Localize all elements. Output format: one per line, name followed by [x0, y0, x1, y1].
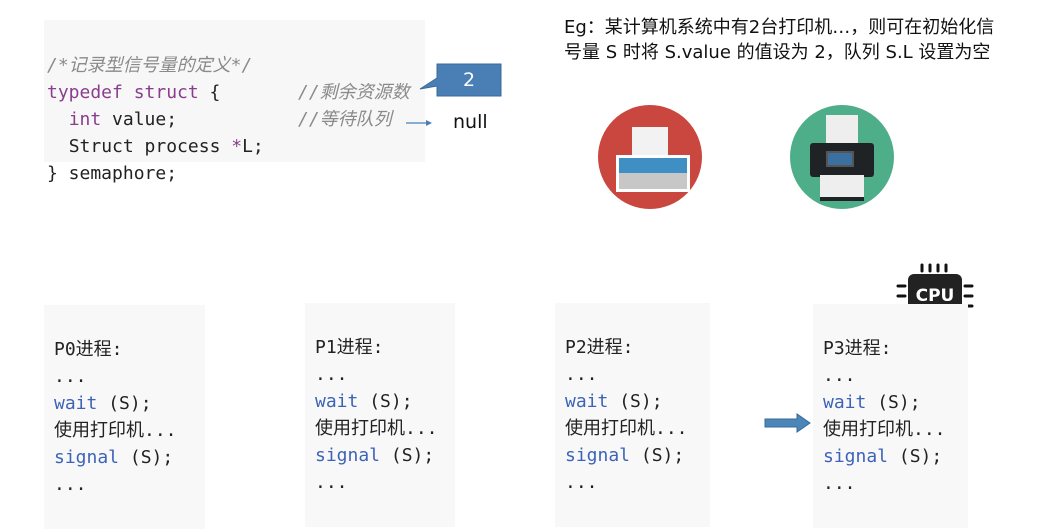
- current-line-arrow-icon: [764, 413, 811, 433]
- wait-call: wait: [54, 393, 98, 414]
- wait-call: wait: [823, 392, 867, 413]
- callout-pointer: [419, 63, 502, 97]
- code-text: (S);: [380, 445, 435, 466]
- code-pointer: *: [231, 136, 243, 157]
- code-text: } semaphore;: [47, 163, 178, 184]
- code-text: Struct process: [68, 136, 232, 157]
- code-comment-title: /*记录型信号量的定义*/: [47, 55, 253, 76]
- process-p2: P2进程:... wait (S); 使用打印机... signal (S);...: [555, 303, 710, 527]
- code-text: (S);: [608, 391, 663, 412]
- process-title: P1进程:: [315, 337, 384, 358]
- process-title: P3进程:: [823, 338, 892, 359]
- struct-code-text: /*记录型信号量的定义*/ typedef struct { int value;…: [47, 25, 264, 214]
- code-text: 使用打印机...: [565, 418, 688, 439]
- code-text: L;: [242, 136, 264, 157]
- comment-wait-queue: //等待队列: [298, 109, 392, 130]
- code-keyword: typedef struct: [47, 82, 199, 103]
- code-ellipsis: ...: [315, 472, 348, 493]
- printer-icon-green: [790, 105, 894, 209]
- queue-null: null: [453, 111, 488, 133]
- process-p3: P3进程:... wait (S); 使用打印机... signal (S);...: [813, 304, 968, 528]
- code-text: 使用打印机...: [54, 420, 177, 441]
- signal-call: signal: [565, 445, 631, 466]
- signal-call: signal: [823, 446, 889, 467]
- example-text: Eg：某计算机系统中有2台打印机…，则可在初始化信号量 S 时将 S.value…: [564, 17, 995, 63]
- code-ellipsis: ...: [823, 365, 856, 386]
- wait-call: wait: [565, 391, 609, 412]
- code-ellipsis: ...: [565, 364, 598, 385]
- code-keyword: int: [68, 109, 102, 130]
- arrow-right-icon: [406, 120, 432, 126]
- signal-call: signal: [54, 447, 120, 468]
- cpu-label: CPU: [915, 286, 955, 306]
- code-ellipsis: ...: [565, 472, 598, 493]
- process-p1: P1进程:... wait (S); 使用打印机... signal (S);...: [305, 303, 455, 527]
- process-title: P2进程:: [565, 337, 634, 358]
- wait-call: wait: [315, 391, 359, 412]
- code-text: (S);: [866, 392, 921, 413]
- code-text: value;: [101, 109, 178, 130]
- code-ellipsis: ...: [54, 366, 87, 387]
- code-text: (S);: [358, 391, 413, 412]
- code-ellipsis: ...: [823, 473, 856, 494]
- comment-remaining-resources: //剩余资源数: [298, 82, 410, 103]
- process-p0: P0进程:... wait (S); 使用打印机... signal (S);...: [44, 305, 205, 529]
- code-text: (S);: [630, 445, 685, 466]
- code-ellipsis: ...: [315, 364, 348, 385]
- code-text: 使用打印机...: [315, 418, 438, 439]
- code-ellipsis: ...: [54, 474, 87, 495]
- code-text: 使用打印机...: [823, 419, 946, 440]
- value-callout: 2: [462, 69, 476, 91]
- code-text: {: [198, 82, 221, 103]
- code-text: (S);: [119, 447, 174, 468]
- semaphore-struct-code: [44, 20, 425, 162]
- signal-call: signal: [315, 445, 381, 466]
- code-text: (S);: [97, 393, 152, 414]
- process-title: P0进程:: [54, 339, 123, 360]
- code-text: (S);: [888, 446, 943, 467]
- printer-icon-red: [598, 105, 702, 209]
